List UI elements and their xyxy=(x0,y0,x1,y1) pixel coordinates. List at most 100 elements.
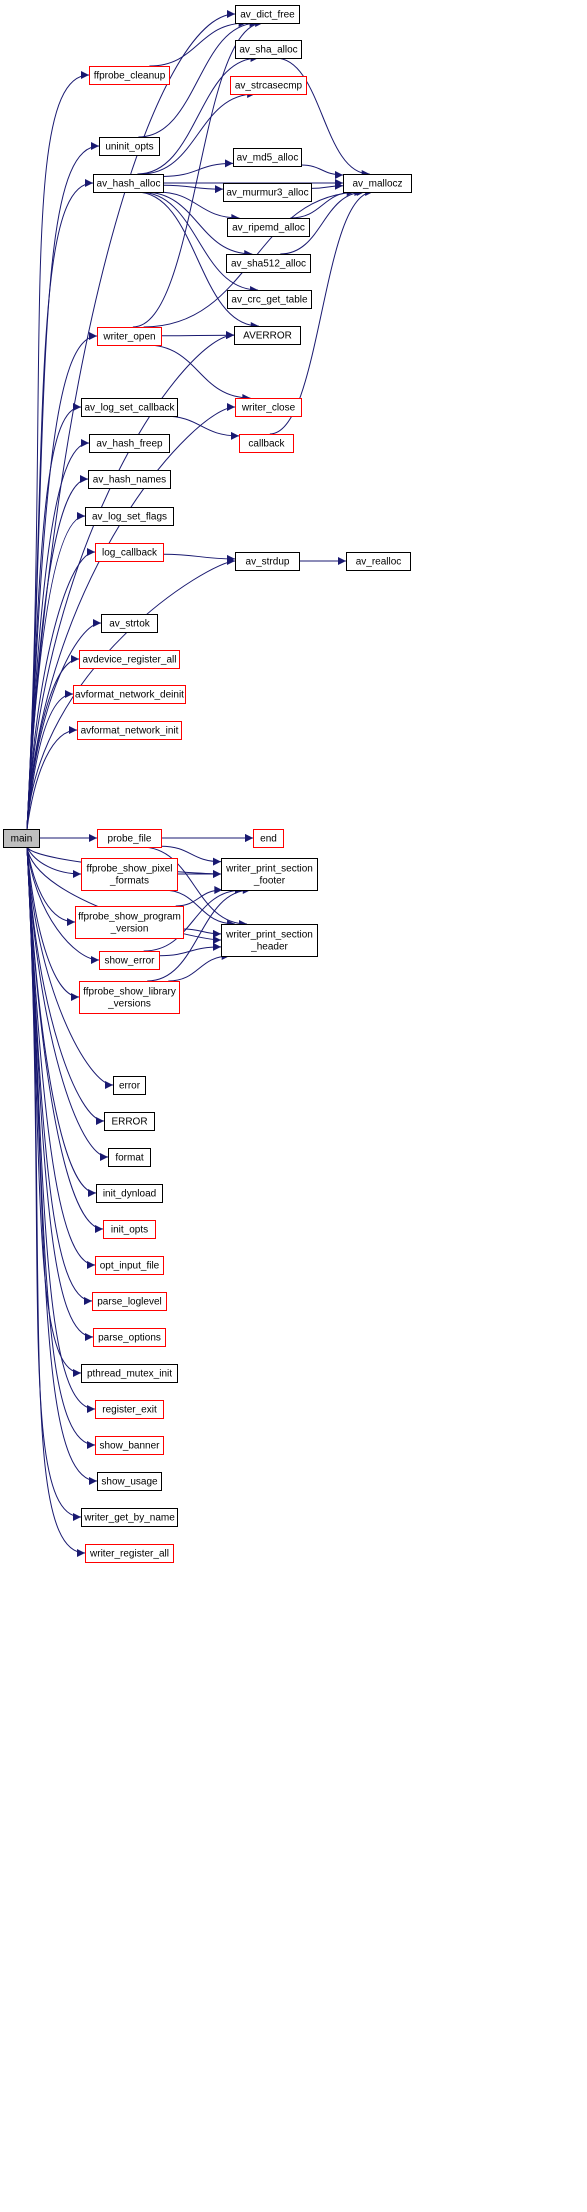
node-av-sha512-alloc[interactable]: av_sha512_alloc xyxy=(226,254,311,273)
node-ffprobe-show-library-versions[interactable]: ffprobe_show_library_versions xyxy=(79,981,180,1014)
node-label-main: main xyxy=(11,834,33,845)
node-av-hash-alloc[interactable]: av_hash_alloc xyxy=(93,174,164,193)
node-ffprobe-show-program-version[interactable]: ffprobe_show_program_version xyxy=(75,906,184,939)
edge-main-to-log-callback xyxy=(26,548,96,830)
edge-ffprobe-show-program-version-to-writer-print-section-footer xyxy=(175,886,223,907)
node-label-format: format xyxy=(115,1153,144,1164)
node-probe-file[interactable]: probe_file xyxy=(97,829,162,848)
node-box-parse-options xyxy=(93,1328,166,1347)
node-ffprobe-cleanup[interactable]: ffprobe_cleanup xyxy=(89,66,170,85)
node-init-dynload[interactable]: init_dynload xyxy=(96,1184,163,1203)
node-label-end: end xyxy=(260,834,277,845)
node-show-banner[interactable]: show_banner xyxy=(95,1436,164,1455)
edge-main-to-av-dict-free xyxy=(26,10,236,830)
node-box-av-sha512-alloc xyxy=(226,254,311,273)
node-writer-register-all[interactable]: writer_register_all xyxy=(85,1544,174,1563)
node-box-format xyxy=(108,1148,151,1167)
node-pthread-mutex-init[interactable]: pthread_mutex_init xyxy=(81,1364,178,1383)
node-parse-options[interactable]: parse_options xyxy=(93,1328,166,1347)
node-label-avformat-network-deinit: avformat_network_deinit xyxy=(75,690,184,701)
node-box-log-callback xyxy=(95,543,164,562)
edge-ffprobe-show-library-versions-to-writer-print-section-header xyxy=(168,952,230,982)
node-show-usage[interactable]: show_usage xyxy=(97,1472,162,1491)
edge-main-to-ffprobe-show-program-version xyxy=(26,846,76,926)
node-end[interactable]: end xyxy=(253,829,284,848)
node-label-show-error: show_error xyxy=(104,956,155,967)
node-label-error: ERROR xyxy=(111,1117,147,1128)
node-box-callback xyxy=(239,434,294,453)
node-box-init-opts xyxy=(103,1220,156,1239)
node-label-writer-print-section-header-line-2: _header xyxy=(250,942,288,953)
node-av-strcasecmp[interactable]: av_strcasecmp xyxy=(230,76,307,95)
node-error[interactable]: error xyxy=(113,1076,146,1095)
node-writer-get-by-name[interactable]: writer_get_by_name xyxy=(81,1508,178,1527)
node-error[interactable]: ERROR xyxy=(104,1112,155,1131)
node-label-writer-print-section-footer-line-2: _footer xyxy=(253,876,286,887)
edge-layer xyxy=(26,10,374,1557)
edge-main-to-ffprobe-cleanup xyxy=(26,71,90,830)
edge-av-hash-alloc-to-av-md5-alloc xyxy=(162,159,234,177)
node-av-crc-get-table[interactable]: av_crc_get_table xyxy=(227,290,312,309)
edge-ffprobe-show-pixel-formats-to-writer-print-section-header xyxy=(162,889,236,928)
node-writer-open[interactable]: writer_open xyxy=(97,327,162,346)
node-writer-print-section-header[interactable]: writer_print_section_header xyxy=(221,924,318,957)
node-box-av-dict-free xyxy=(235,5,300,24)
node-writer-close[interactable]: writer_close xyxy=(235,398,302,417)
node-log-callback[interactable]: log_callback xyxy=(95,543,164,562)
node-label-show-banner: show_banner xyxy=(99,1441,160,1452)
node-av-mallocz[interactable]: av_mallocz xyxy=(343,174,412,193)
node-box-av-realloc xyxy=(346,552,411,571)
edge-show-error-to-writer-print-section-footer xyxy=(143,886,243,952)
node-box-av-ripemd-alloc xyxy=(227,218,310,237)
node-label-av-strtok: av_strtok xyxy=(109,619,151,630)
node-label-writer-print-section-header-line-1: writer_print_section xyxy=(225,930,313,941)
node-format[interactable]: format xyxy=(108,1148,151,1167)
edge-main-to-avformat-network-deinit xyxy=(26,690,74,830)
node-av-strtok[interactable]: av_strtok xyxy=(101,614,158,633)
node-box-probe-file xyxy=(97,829,162,848)
node-av-ripemd-alloc[interactable]: av_ripemd_alloc xyxy=(227,218,310,237)
node-avformat-network-init[interactable]: avformat_network_init xyxy=(77,721,182,740)
node-av-log-set-callback[interactable]: av_log_set_callback xyxy=(81,398,178,417)
node-uninit-opts[interactable]: uninit_opts xyxy=(99,137,160,156)
node-av-hash-names[interactable]: av_hash_names xyxy=(88,470,171,489)
node-av-md5-alloc[interactable]: av_md5_alloc xyxy=(233,148,302,167)
node-av-sha-alloc[interactable]: av_sha_alloc xyxy=(235,40,302,59)
node-label-avdevice-register-all: avdevice_register_all xyxy=(83,655,177,666)
edge-main-to-init-opts xyxy=(26,846,104,1233)
node-label-av-md5-alloc: av_md5_alloc xyxy=(237,153,299,164)
edge-log-callback-to-av-strdup xyxy=(162,553,236,563)
node-av-log-set-flags[interactable]: av_log_set_flags xyxy=(85,507,174,526)
node-box-parse-loglevel xyxy=(92,1292,167,1311)
node-opt-input-file[interactable]: opt_input_file xyxy=(95,1256,164,1275)
node-ffprobe-show-pixel-formats[interactable]: ffprobe_show_pixel_formats xyxy=(81,858,178,891)
node-show-error[interactable]: show_error xyxy=(99,951,160,970)
node-register-exit[interactable]: register_exit xyxy=(95,1400,164,1419)
node-av-dict-free[interactable]: av_dict_free xyxy=(235,5,300,24)
node-parse-loglevel[interactable]: parse_loglevel xyxy=(92,1292,167,1311)
node-box-error xyxy=(104,1112,155,1131)
edge-ffprobe-cleanup-to-av-dict-free xyxy=(149,19,247,67)
edge-av-sha512-alloc-to-av-mallocz xyxy=(280,188,365,255)
node-box-ffprobe-cleanup xyxy=(89,66,170,85)
node-init-opts[interactable]: init_opts xyxy=(103,1220,156,1239)
edge-av-hash-alloc-to-av-murmur3-alloc xyxy=(162,184,224,194)
edge-main-to-ffprobe-show-pixel-formats xyxy=(26,846,82,878)
edge-main-to-error xyxy=(26,846,105,1125)
node-label-callback: callback xyxy=(248,439,285,450)
node-label-writer-register-all: writer_register_all xyxy=(89,1549,169,1560)
node-label-opt-input-file: opt_input_file xyxy=(100,1261,160,1272)
node-writer-print-section-footer[interactable]: writer_print_section_footer xyxy=(221,858,318,891)
node-avformat-network-deinit[interactable]: avformat_network_deinit xyxy=(73,685,186,704)
node-averror[interactable]: AVERROR xyxy=(234,326,301,345)
call-graph: main av_dict_free ffprobe_cleanup av_sha_al… xyxy=(3,5,412,1563)
node-av-murmur3-alloc[interactable]: av_murmur3_alloc xyxy=(223,183,312,202)
node-avdevice-register-all[interactable]: avdevice_register_all xyxy=(79,650,180,669)
node-label-avformat-network-init: avformat_network_init xyxy=(81,726,179,737)
node-av-strdup[interactable]: av_strdup xyxy=(235,552,300,571)
node-av-realloc[interactable]: av_realloc xyxy=(346,552,411,571)
node-callback[interactable]: callback xyxy=(239,434,294,453)
edge-probe-file-to-writer-print-section-footer xyxy=(160,845,222,866)
node-label-av-murmur3-alloc: av_murmur3_alloc xyxy=(226,188,308,199)
node-av-hash-freep[interactable]: av_hash_freep xyxy=(89,434,170,453)
